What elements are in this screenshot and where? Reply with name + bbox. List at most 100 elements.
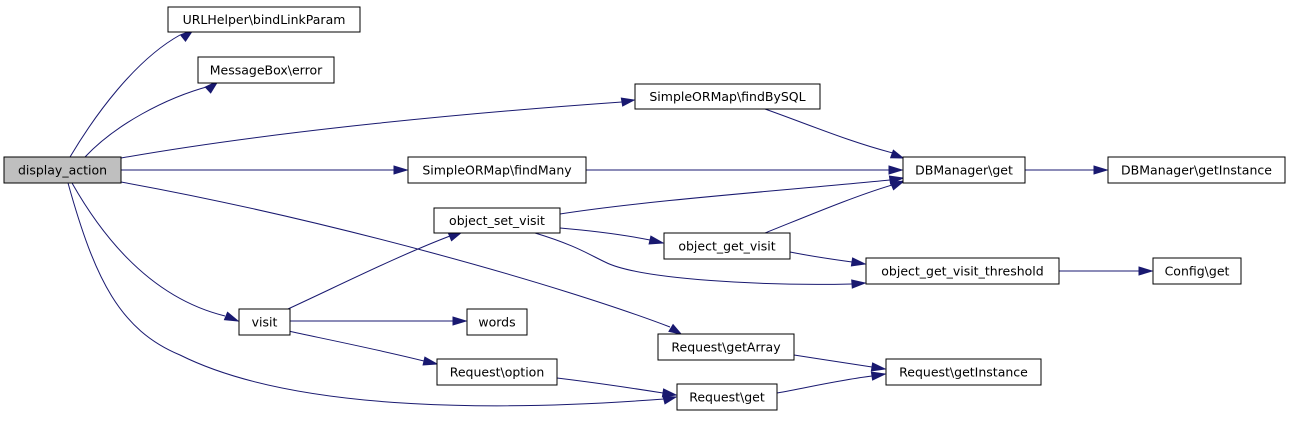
node-msgbox-error[interactable]: MessageBox\error <box>197 56 335 84</box>
node-label: MessageBox\error <box>210 63 323 78</box>
node-display-action[interactable]: display_action <box>3 156 122 184</box>
node-words[interactable]: words <box>466 308 528 336</box>
edge-line <box>67 182 665 407</box>
node-req-getInstance[interactable]: Request\getInstance <box>885 358 1042 386</box>
node-req-getArray[interactable]: Request\getArray <box>657 333 795 361</box>
node-threshold[interactable]: object_get_visit_threshold <box>865 257 1060 285</box>
node-box <box>167 6 361 33</box>
edge-display_action-to-visit <box>71 182 240 322</box>
edge-display_action-to-req_get <box>67 182 678 407</box>
node-label: object_set_visit <box>449 213 545 228</box>
edge-line <box>764 184 893 234</box>
arrowhead-icon <box>452 316 468 326</box>
arrowhead-icon <box>648 235 665 245</box>
edge-object_set_visit-to-dbm_get <box>559 175 905 215</box>
node-label: Request\getInstance <box>899 365 1028 380</box>
edge-object_set_visit-to-threshold <box>534 232 867 289</box>
edge-findMany-to-dbm_get <box>586 165 904 175</box>
node-dbm-get[interactable]: DBManager\get <box>902 156 1026 184</box>
node-req-option[interactable]: Request\option <box>436 358 558 386</box>
node-box <box>238 308 291 336</box>
node-label: Config\get <box>1165 264 1230 279</box>
edge-dbm_get-to-dbm_getInstance <box>1025 165 1109 175</box>
edge-visit-to-req_option <box>287 330 439 366</box>
node-label: URLHelper\bindLinkParam <box>183 12 346 27</box>
node-label: SimpleORMap\findBySQL <box>649 89 805 104</box>
arrowhead-icon <box>1093 165 1109 175</box>
node-box <box>657 333 795 361</box>
edge-line <box>120 101 623 159</box>
node-label: Request\getArray <box>671 340 781 355</box>
edge-line <box>287 330 425 362</box>
node-box <box>885 358 1042 386</box>
edge-visit-to-object_set_visit <box>287 231 464 310</box>
arrowhead-icon <box>889 149 905 159</box>
edge-display_action-to-req_getArray <box>120 181 683 335</box>
arrowhead-icon <box>850 257 867 267</box>
node-label: DBManager\get <box>915 163 1013 178</box>
node-visit[interactable]: visit <box>238 308 291 336</box>
node-object-get-visit[interactable]: object_get_visit <box>663 232 791 260</box>
arrowhead-icon <box>870 371 887 381</box>
node-label: Request\get <box>689 390 765 405</box>
node-box <box>1107 156 1286 184</box>
node-box <box>663 232 791 260</box>
node-box <box>466 308 528 336</box>
edge-line <box>120 181 671 328</box>
node-box <box>1152 257 1242 285</box>
arrowhead-icon <box>422 356 439 366</box>
arrowhead-icon <box>870 362 887 372</box>
edge-req_option-to-req_get <box>556 377 678 398</box>
node-label: Request\option <box>450 365 545 380</box>
arrowhead-icon <box>1138 266 1154 276</box>
edge-visit-to-words <box>290 316 468 326</box>
edge-line <box>556 377 664 394</box>
node-box <box>634 83 821 110</box>
edge-line <box>789 251 853 263</box>
node-findMany[interactable]: SimpleORMap\findMany <box>407 156 587 184</box>
edge-line <box>534 232 853 285</box>
edge-line <box>776 375 873 394</box>
edge-object_get_visit-to-dbm_get <box>764 180 906 234</box>
edge-line <box>69 34 181 158</box>
arrowhead-icon <box>661 388 678 398</box>
node-label: DBManager\getInstance <box>1121 163 1272 178</box>
node-findBySQL[interactable]: SimpleORMap\findBySQL <box>634 83 821 110</box>
edge-threshold-to-config_get <box>1059 266 1154 276</box>
nodes-layer: display_action URLHelper\bindLinkParamMes… <box>3 6 1286 411</box>
node-bindLinkParam[interactable]: URLHelper\bindLinkParam <box>167 6 361 33</box>
node-box <box>197 56 335 84</box>
edge-req_getArray-to-req_getInstance <box>793 354 887 372</box>
edge-line <box>559 179 891 215</box>
node-label: object_get_visit <box>678 239 775 254</box>
edge-line <box>764 108 894 154</box>
node-dbm-getInstance[interactable]: DBManager\getInstance <box>1107 156 1286 184</box>
edge-line <box>559 227 651 241</box>
arrowhead-icon <box>204 79 220 94</box>
node-box <box>902 156 1026 184</box>
arrowhead-icon <box>888 165 904 175</box>
edge-line <box>84 85 211 158</box>
arrowhead-icon <box>851 279 867 289</box>
node-box <box>433 207 561 234</box>
node-label: display_action <box>18 163 107 178</box>
edge-display_action-to-findBySQL <box>120 97 636 159</box>
edge-display_action-to-msgbox_error <box>84 79 220 158</box>
edge-object_get_visit-to-threshold <box>789 251 867 267</box>
arrowhead-icon <box>662 395 678 405</box>
node-box <box>407 156 587 184</box>
node-box <box>436 358 558 386</box>
node-box <box>865 257 1060 285</box>
node-config-get[interactable]: Config\get <box>1152 257 1242 285</box>
edge-display_action-to-findMany <box>121 165 409 175</box>
node-req-get[interactable]: Request\get <box>676 383 778 411</box>
edge-object_set_visit-to-object_get_visit <box>559 227 665 245</box>
node-label: words <box>478 315 515 330</box>
edge-line <box>287 235 451 310</box>
edge-findBySQL-to-dbm_get <box>764 108 905 159</box>
arrowhead-icon <box>889 180 906 191</box>
node-label: SimpleORMap\findMany <box>422 163 572 178</box>
arrowhead-icon <box>393 165 409 175</box>
node-object-set-visit[interactable]: object_set_visit <box>433 207 561 234</box>
